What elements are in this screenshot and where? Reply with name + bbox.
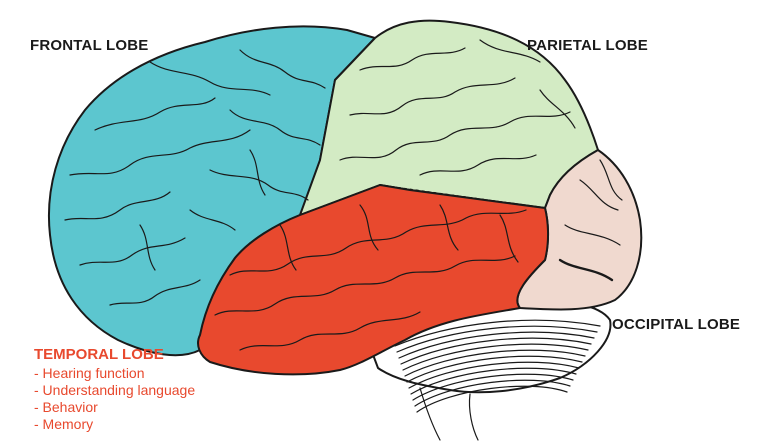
parietal-lobe-label: PARIETAL LOBE bbox=[527, 37, 648, 54]
frontal-lobe-label: FRONTAL LOBE bbox=[30, 37, 149, 54]
temporal-function-item: - Memory bbox=[34, 416, 195, 433]
occipital-lobe-label: OCCIPITAL LOBE bbox=[612, 316, 740, 333]
temporal-lobe-label: TEMPORAL LOBE bbox=[34, 346, 195, 363]
brainstem bbox=[420, 388, 478, 440]
temporal-function-list: - Hearing function - Understanding langu… bbox=[34, 365, 195, 433]
temporal-function-item: - Behavior bbox=[34, 399, 195, 416]
temporal-function-item: - Understanding language bbox=[34, 382, 195, 399]
temporal-function-item: - Hearing function bbox=[34, 365, 195, 382]
temporal-lobe-info: TEMPORAL LOBE - Hearing function - Under… bbox=[34, 346, 195, 433]
